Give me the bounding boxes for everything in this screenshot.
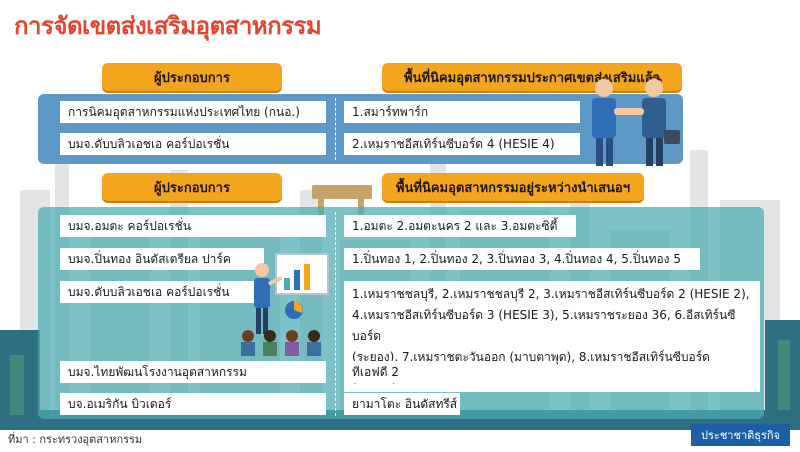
operator-cell: บมจ.ปิ่นทอง อินดัสเตรียล ปาร์ค: [60, 248, 264, 270]
operator-cell: บมจ.ไทยพัฒนโรงงานอุตสาหกรรม: [60, 361, 326, 383]
zone-cell: 1.อมตะ 2.อมตะนคร 2 และ 3.อมตะซิตี้: [344, 215, 576, 237]
zone-cell: 1.ปิ่นทอง 1, 2.ปิ่นทอง 2, 3.ปิ่นทอง 3, 4…: [344, 248, 700, 270]
page-title: การจัดเขตส่งเสริมอุตสาหกรรม: [14, 12, 322, 40]
zone-cell: 1.สมาร์ทพาร์ก: [344, 101, 580, 123]
operator-cell: การนิคมอุตสาหกรรมแห่งประเทศไทย (กนอ.): [60, 101, 326, 123]
operator-header-2: ผู้ประกอบการ: [102, 173, 282, 201]
publisher-brand: ประชาชาติธุรกิจ: [691, 424, 790, 446]
zone-line: 1.เหมราชชลบุรี, 2.เหมราชชลบุรี 2, 3.เหมร…: [352, 287, 750, 301]
established-zones-header: พื้นที่นิคมอุตสาหกรรมประกาศเขตส่งเสริมแล…: [382, 63, 682, 91]
operator-cell: บจ.อเมริกัน บิวเดอร์: [60, 393, 326, 415]
proposed-zones-header: พื้นที่นิคมอุตสาหกรรมอยู่ระหว่างนำเสนอฯ: [382, 173, 644, 201]
presenter-audience-icon: [241, 253, 329, 356]
source-note: ที่มา : กระทรวงอุตสาหกรรม: [8, 433, 143, 446]
operator-cell: บมจ.ดับบลิวเอชเอ คอร์ปอเรชั่น: [60, 281, 256, 303]
zone-cell: ยามาโตะ อินดัสทรีส์: [344, 393, 460, 415]
column-divider: [335, 212, 336, 416]
zone-cell-multiline: 1.เหมราชชลบุรี, 2.เหมราชชลบุรี 2, 3.เหมร…: [344, 281, 760, 392]
zone-line: 4.เหมราชอีสเทิร์นซีบอร์ด 3 (HESIE 3), 5.…: [352, 308, 736, 343]
operator-cell: บมจ.ดับบลิวเอชเอ คอร์ปอเรชั่น: [60, 133, 326, 155]
zone-cell: 2.เหมราชอีสเทิร์นซีบอร์ด 4 (HESIE 4): [344, 133, 580, 155]
operator-header-1: ผู้ประกอบการ: [102, 63, 282, 91]
handshake-businessmen-icon: [592, 76, 680, 166]
column-divider: [335, 98, 336, 160]
operator-cell: บมจ.อมตะ คอร์ปอเรชั่น: [60, 215, 326, 237]
zone-cell: ทีเอฟดี 2: [344, 361, 460, 383]
